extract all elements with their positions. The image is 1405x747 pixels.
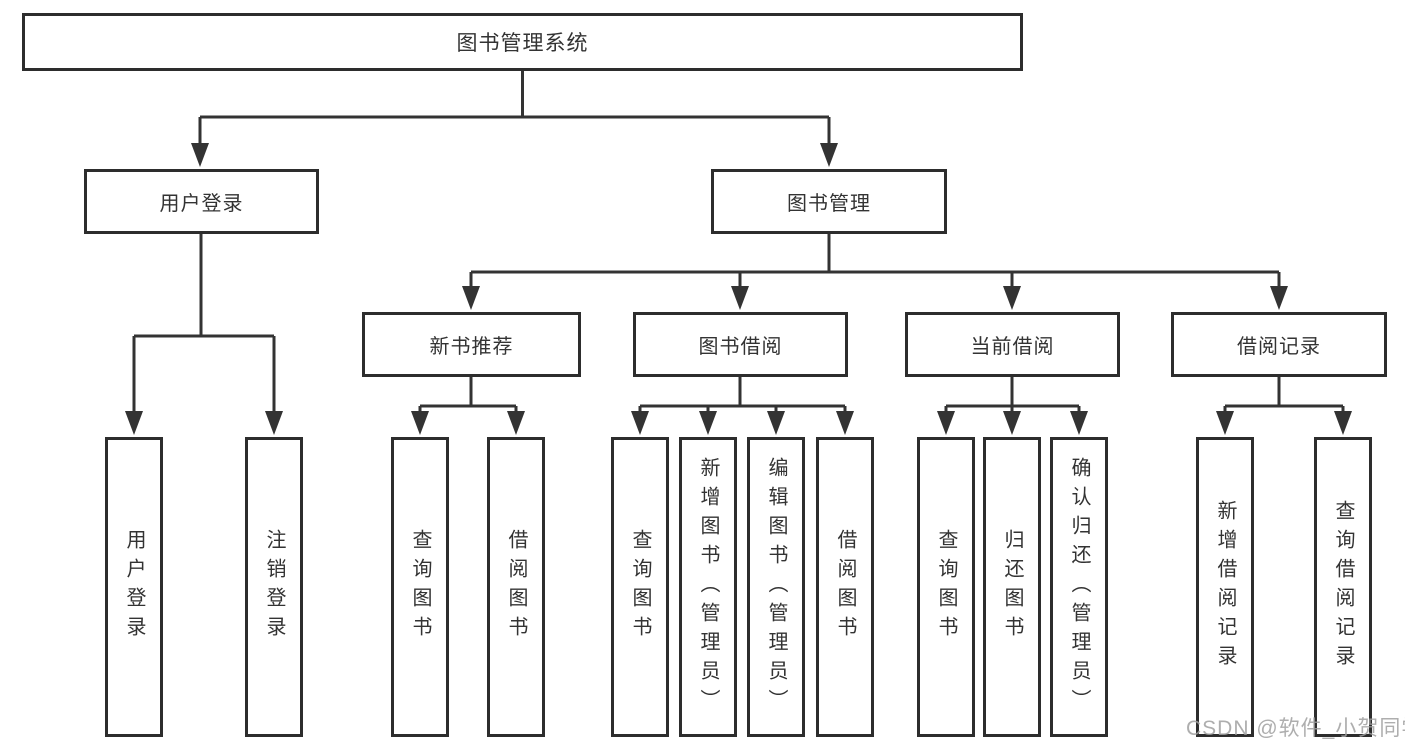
node-user-login: 用户登录 — [84, 169, 319, 234]
node-label: 借阅图书 — [834, 529, 856, 645]
node-new-book-recommend: 新书推荐 — [362, 312, 581, 377]
leaf-borrow-books-recommend: 借阅图书 — [487, 437, 545, 737]
leaf-borrow-books: 借阅图书 — [816, 437, 874, 737]
leaf-query-books-current: 查询图书 — [917, 437, 975, 737]
node-label: 查询图书 — [935, 529, 957, 645]
node-library-management-system: 图书管理系统 — [22, 13, 1023, 71]
node-label: 查询图书 — [629, 529, 651, 645]
node-label: 新增借阅记录 — [1214, 500, 1236, 674]
node-label: 用户登录 — [159, 193, 244, 215]
node-book-management: 图书管理 — [711, 169, 947, 234]
node-label: 确认归还（管理员） — [1068, 456, 1090, 718]
leaf-edit-books-admin: 编辑图书（管理员） — [747, 437, 805, 737]
node-label: 用户登录 — [123, 529, 145, 645]
node-label: 查询借阅记录 — [1332, 500, 1354, 674]
leaf-return-books: 归还图书 — [983, 437, 1041, 737]
arrowhead-icons — [125, 143, 1352, 435]
leaf-query-borrow-record: 查询借阅记录 — [1314, 437, 1372, 737]
leaf-user-login: 用户登录 — [105, 437, 163, 737]
node-label: 借阅记录 — [1237, 336, 1321, 358]
csdn-watermark: CSDN @软件_小贺同学 — [1186, 717, 1405, 740]
node-book-borrow: 图书借阅 — [633, 312, 848, 377]
node-current-borrow: 当前借阅 — [905, 312, 1120, 377]
leaf-add-borrow-record: 新增借阅记录 — [1196, 437, 1254, 737]
node-label: 查询图书 — [409, 529, 431, 645]
node-label: 借阅图书 — [505, 529, 527, 645]
leaf-query-books-borrow: 查询图书 — [611, 437, 669, 737]
node-label: 编辑图书（管理员） — [765, 456, 787, 718]
node-label: 图书管理 — [787, 193, 871, 215]
node-label: 注销登录 — [263, 529, 285, 645]
node-label: 图书管理系统 — [456, 32, 589, 55]
node-label: 归还图书 — [1001, 529, 1023, 645]
node-label: 新增图书（管理员） — [697, 456, 719, 718]
leaf-add-books-admin: 新增图书（管理员） — [679, 437, 737, 737]
node-label: 图书借阅 — [698, 336, 783, 358]
node-label: 新书推荐 — [429, 336, 514, 358]
leaf-confirm-return-admin: 确认归还（管理员） — [1050, 437, 1108, 737]
node-borrow-records: 借阅记录 — [1171, 312, 1387, 377]
node-label: 当前借阅 — [970, 336, 1055, 358]
leaf-query-books-recommend: 查询图书 — [391, 437, 449, 737]
leaf-logout: 注销登录 — [245, 437, 303, 737]
